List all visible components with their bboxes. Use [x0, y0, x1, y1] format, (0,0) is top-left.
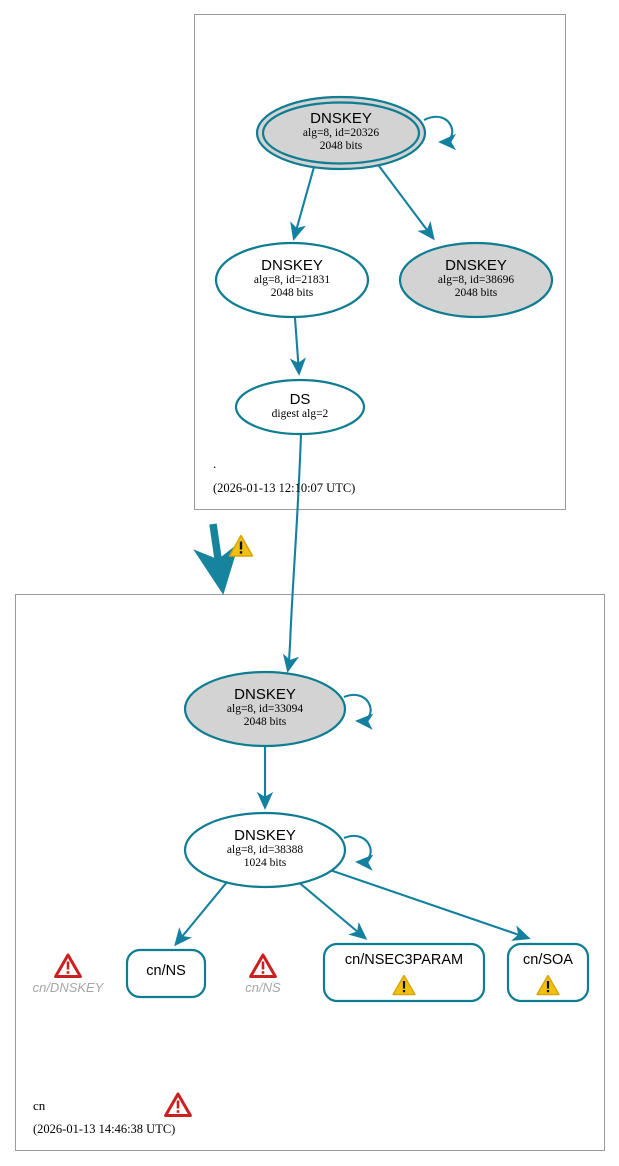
edge-root-ksk-to-zsk38696 [378, 165, 435, 241]
node-cn-nsec3param[interactable] [322, 942, 486, 1003]
edge-cn-zsk-to-nsec3param [295, 879, 368, 940]
zone-label-root: . [213, 456, 217, 471]
error-triangle-icon [249, 953, 277, 978]
edge-cn-zsk-to-ns [174, 881, 228, 947]
node-label-cn-nsec3param: cn/NSEC3PARAM [344, 952, 464, 968]
node-cn-ksk-33094[interactable] [183, 670, 347, 748]
error-triangle-icon [164, 1092, 192, 1117]
edge-root-zsk-to-ds [289, 317, 307, 376]
zone-label-cn: cn [33, 1098, 46, 1113]
edge-root-ksk-to-zsk21831 [290, 166, 316, 241]
node-label-cn-ns: cn/NS [146, 963, 186, 979]
edge-root-ksk-self-loop [423, 115, 457, 151]
node-root-zsk-38696[interactable] [398, 241, 554, 319]
edge-ds-to-cn-ksk [282, 433, 303, 673]
warning-triangle-icon [536, 974, 560, 996]
edge-delegation-root-to-cn [193, 523, 240, 595]
zone-timestamp-root: (2026-01-13 12:10:07 UTC) [213, 481, 356, 495]
ghost-label-cn-ns: cn/NS [245, 980, 281, 995]
node-cn-ns[interactable] [125, 948, 207, 999]
zone-timestamp-cn: (2026-01-13 14:46:38 UTC) [33, 1122, 176, 1136]
node-root-ksk-20326[interactable] [255, 95, 427, 171]
ghost-label-cn-dnskey: cn/DNSKEY [32, 980, 104, 995]
node-cn-zsk-38388[interactable] [183, 811, 347, 889]
node-root-zsk-21831[interactable] [214, 241, 370, 319]
zone-box-root [194, 14, 566, 510]
zone-box-cn [15, 594, 605, 1151]
node-cn-soa[interactable] [506, 942, 590, 1003]
warning-triangle-icon [392, 974, 416, 996]
warning-triangle-icon [228, 534, 254, 557]
edge-cn-ksk-self-loop [343, 693, 374, 730]
edge-cn-zsk-self-loop [343, 834, 374, 871]
edge-cn-zsk-to-soa [326, 868, 531, 941]
error-triangle-icon [54, 953, 82, 978]
node-label-cn-soa: cn/SOA [523, 952, 573, 968]
node-root-ds-cn[interactable] [234, 378, 366, 436]
